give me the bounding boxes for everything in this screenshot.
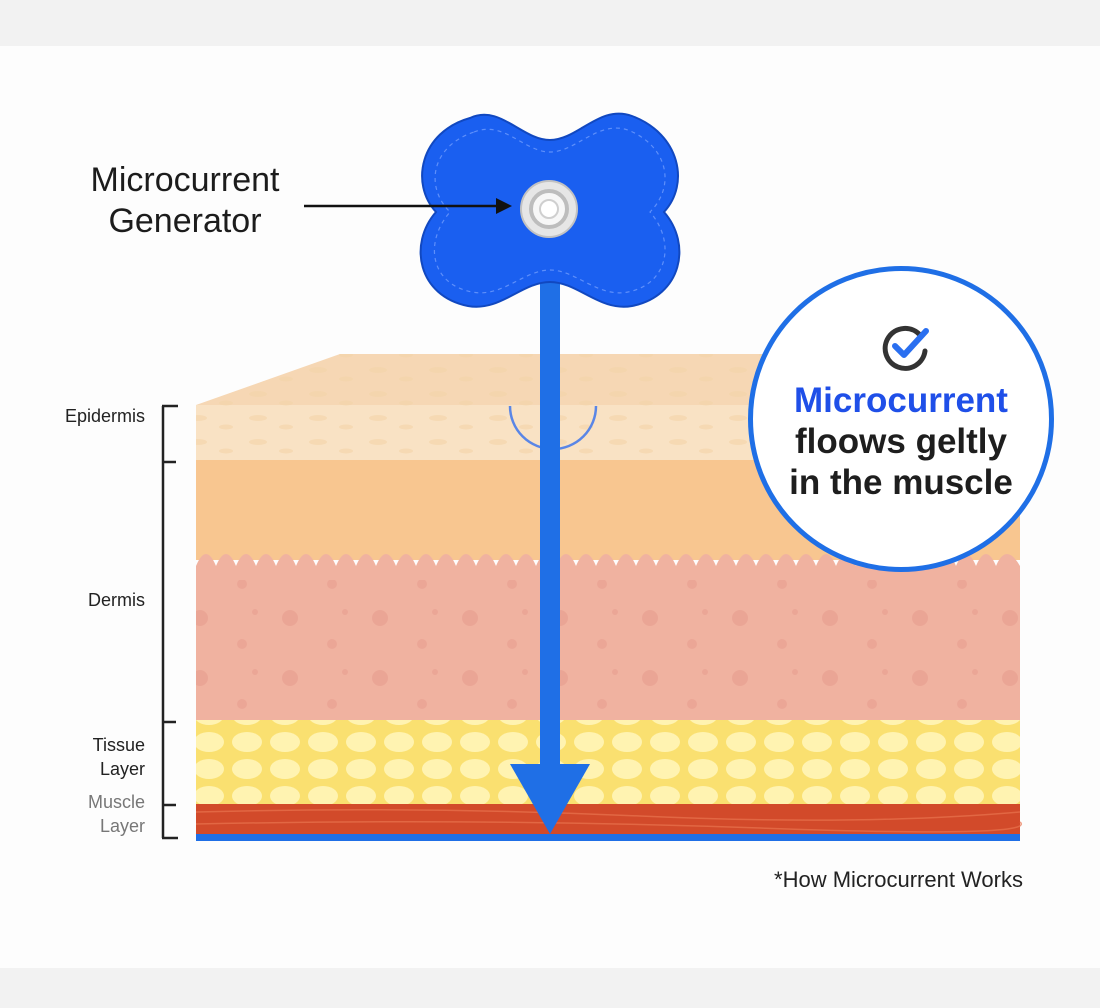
callout-line2: floows geltly [795,422,1007,461]
check-circle-icon [882,325,929,371]
caption: *How Microcurrent Works [774,867,1023,892]
generator-label: Microcurrent Generator [60,160,310,242]
current-arrow-head [510,764,590,834]
label-muscle-line1: Muscle [87,792,145,812]
microcurrent-callout: Microcurrent floows geltly in the muscle [748,266,1054,572]
layer-brackets [161,404,178,840]
label-epidermis: Epidermis [64,406,145,426]
generator-label-line2: Generator [108,202,262,240]
label-tissue-line2: Layer [99,759,145,779]
label-tissue-layer: Tissue Layer [93,733,145,781]
generator-label-line1: Microcurrent [90,161,280,199]
current-arrow-shaft [540,270,560,766]
label-tissue-line1: Tissue [92,735,145,755]
base-line [196,834,1020,841]
pointer-arrow-head [496,198,512,214]
label-muscle-line2: Layer [99,816,145,836]
label-dermis: Dermis [88,590,145,610]
callout-line3: in the muscle [789,463,1013,502]
callout-highlight: Microcurrent [794,381,1008,420]
label-muscle-layer: Muscle Layer [88,790,145,838]
